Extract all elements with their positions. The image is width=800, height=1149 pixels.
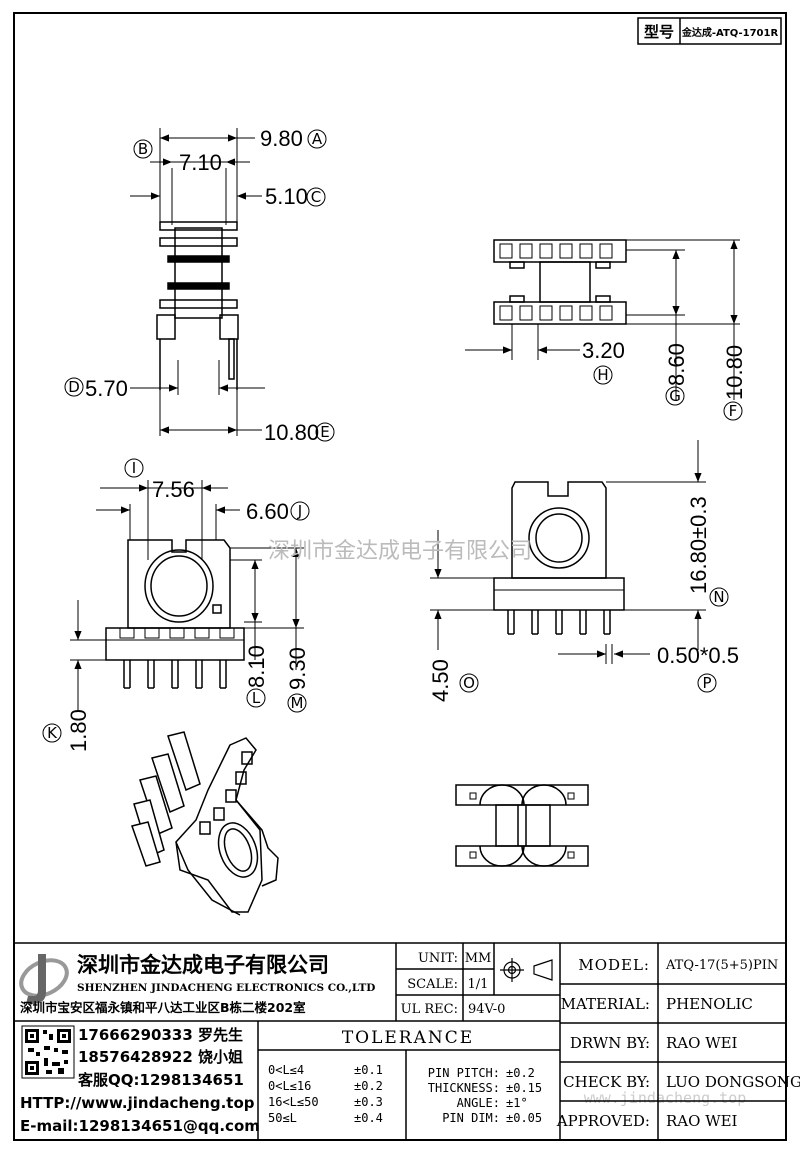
dim-d-tag: D xyxy=(68,378,80,396)
tol-range-3: 16<L≤50 xyxy=(268,1095,319,1109)
dim-i-tag: I xyxy=(132,459,136,477)
isometric-view xyxy=(131,731,279,916)
tol-value-3: ±0.3 xyxy=(354,1095,383,1109)
dim-m-tag: M xyxy=(291,694,304,712)
dim-o-tag: O xyxy=(463,674,475,692)
company-name-en: SHENZHEN JINDACHENG ELECTRONICS CO.,LTD xyxy=(77,982,375,994)
dim-n-value: 16.80±0.3 xyxy=(686,496,711,594)
dim-k-tag: K xyxy=(47,724,58,742)
dim-e-tag: E xyxy=(320,423,329,441)
type-box: 型号 金达成-ATQ-1701R xyxy=(637,17,782,45)
dim-k-value: 1.80 xyxy=(66,709,91,752)
dim-i-value: 7.56 xyxy=(152,477,195,502)
dim-e-value: 10.80 xyxy=(264,420,319,445)
model-label: MODEL: xyxy=(578,956,650,974)
approved-value: RAO WEI xyxy=(666,1112,738,1130)
side-view-left-dims xyxy=(70,484,300,710)
title-block-grid xyxy=(14,942,786,1140)
ulrec-label: UL REC: xyxy=(401,1002,458,1017)
drawn-label: DRWN BY: xyxy=(570,1034,650,1052)
website-link[interactable]: HTTP://www.jindacheng.top xyxy=(20,1094,255,1112)
unit-label: UNIT: xyxy=(418,951,458,966)
tol-extra-label-4: PIN DIM: xyxy=(442,1111,500,1125)
model-value: ATQ-17(5+5)PIN xyxy=(665,958,778,973)
side-view-right xyxy=(430,481,706,635)
qq-contact[interactable]: 客服QQ:1298134651 xyxy=(77,1071,244,1089)
phone-2[interactable]: 18576428922 饶小姐 xyxy=(78,1048,243,1066)
top-view xyxy=(493,239,740,360)
dim-c-value: 5.10 xyxy=(265,184,308,209)
top-view-dims xyxy=(465,240,738,400)
dim-f-value: 10.80 xyxy=(722,345,747,400)
tol-extra-label-2: THICKNESS: xyxy=(428,1081,500,1095)
dim-h-tag: H xyxy=(597,366,608,384)
dim-d-value: 5.70 xyxy=(85,376,128,401)
dim-b-value: 7.10 xyxy=(179,150,222,175)
dim-c-tag: C xyxy=(311,188,321,206)
model-code: 金达成-ATQ-1701R xyxy=(681,26,779,39)
dim-a-tag: A xyxy=(312,130,323,148)
dim-o-value: 4.50 xyxy=(428,659,453,702)
tol-extra-label-1: PIN PITCH: xyxy=(428,1066,500,1080)
watermark-url: www.jindacheng.top xyxy=(584,1089,747,1107)
company-name-cn: 深圳市金达成电子有限公司 xyxy=(77,953,329,977)
dim-l-value: 8.10 xyxy=(244,645,269,688)
watermark-text: 深圳市金达成电子有限公司 xyxy=(268,539,532,564)
bottom-view xyxy=(455,784,589,867)
material-label: MATERIAL: xyxy=(561,995,650,1013)
dim-g-tag: G xyxy=(669,387,681,405)
approved-label: APPROVED: xyxy=(556,1112,650,1130)
tol-extra-value-4: ±0.05 xyxy=(506,1111,542,1125)
front-view xyxy=(156,128,239,436)
type-label: 型号 xyxy=(644,23,674,41)
scale-label: SCALE: xyxy=(407,977,458,992)
dim-m-value: 9.30 xyxy=(285,647,310,690)
projection-symbol-icon xyxy=(500,958,553,982)
tol-value-4: ±0.4 xyxy=(354,1111,383,1125)
dim-p-value: 0.50*0.5 xyxy=(657,643,739,668)
phone-1[interactable]: 17666290333 罗先生 xyxy=(78,1026,243,1044)
sheet-frame xyxy=(13,12,787,1141)
scale-value: 1/1 xyxy=(468,977,489,992)
front-view-dims xyxy=(130,134,265,434)
company-logo xyxy=(19,954,69,1004)
dim-h-value: 3.20 xyxy=(582,338,625,363)
tol-range-1: 0<L≤4 xyxy=(268,1063,304,1077)
tolerance-title: TOLERANCE xyxy=(342,1028,474,1048)
tol-extra-value-1: ±0.2 xyxy=(506,1066,535,1080)
check-label: CHECK BY: xyxy=(563,1073,650,1091)
company-address: 深圳市宝安区福永镇和平八达工业区B栋二楼202室 xyxy=(20,1000,306,1015)
dim-l-tag: L xyxy=(252,689,261,707)
tol-value-2: ±0.2 xyxy=(354,1079,383,1093)
dim-n-tag: N xyxy=(713,588,724,606)
check-value: LUO DONGSONG xyxy=(666,1073,800,1091)
dim-f-tag: F xyxy=(729,402,738,420)
dim-p-tag: P xyxy=(702,674,711,692)
tol-range-4: 50≤L xyxy=(268,1111,297,1125)
tol-extra-label-3: ANGLE: xyxy=(457,1096,500,1110)
drawn-value: RAO WEI xyxy=(666,1034,738,1052)
email-link[interactable]: E-mail:1298134651@qq.com xyxy=(20,1117,260,1135)
tol-extra-value-2: ±0.15 xyxy=(506,1081,542,1095)
side-view-left xyxy=(105,480,304,689)
dim-b-tag: B xyxy=(138,140,148,158)
tol-value-1: ±0.1 xyxy=(354,1063,383,1077)
qr-code xyxy=(21,1025,75,1079)
side-view-right-dims xyxy=(434,440,702,664)
tol-extra-value-3: ±1° xyxy=(506,1096,528,1110)
unit-value: MM xyxy=(465,951,492,966)
material-value: PHENOLIC xyxy=(666,995,753,1013)
dim-j-tag: J xyxy=(297,502,302,520)
tol-range-2: 0<L≤16 xyxy=(268,1079,311,1093)
ulrec-value: 94V-0 xyxy=(468,1002,505,1017)
dim-j-value: 6.60 xyxy=(246,499,289,524)
dim-g-value: 8.60 xyxy=(664,343,689,386)
dim-a-value: 9.80 xyxy=(260,126,303,151)
